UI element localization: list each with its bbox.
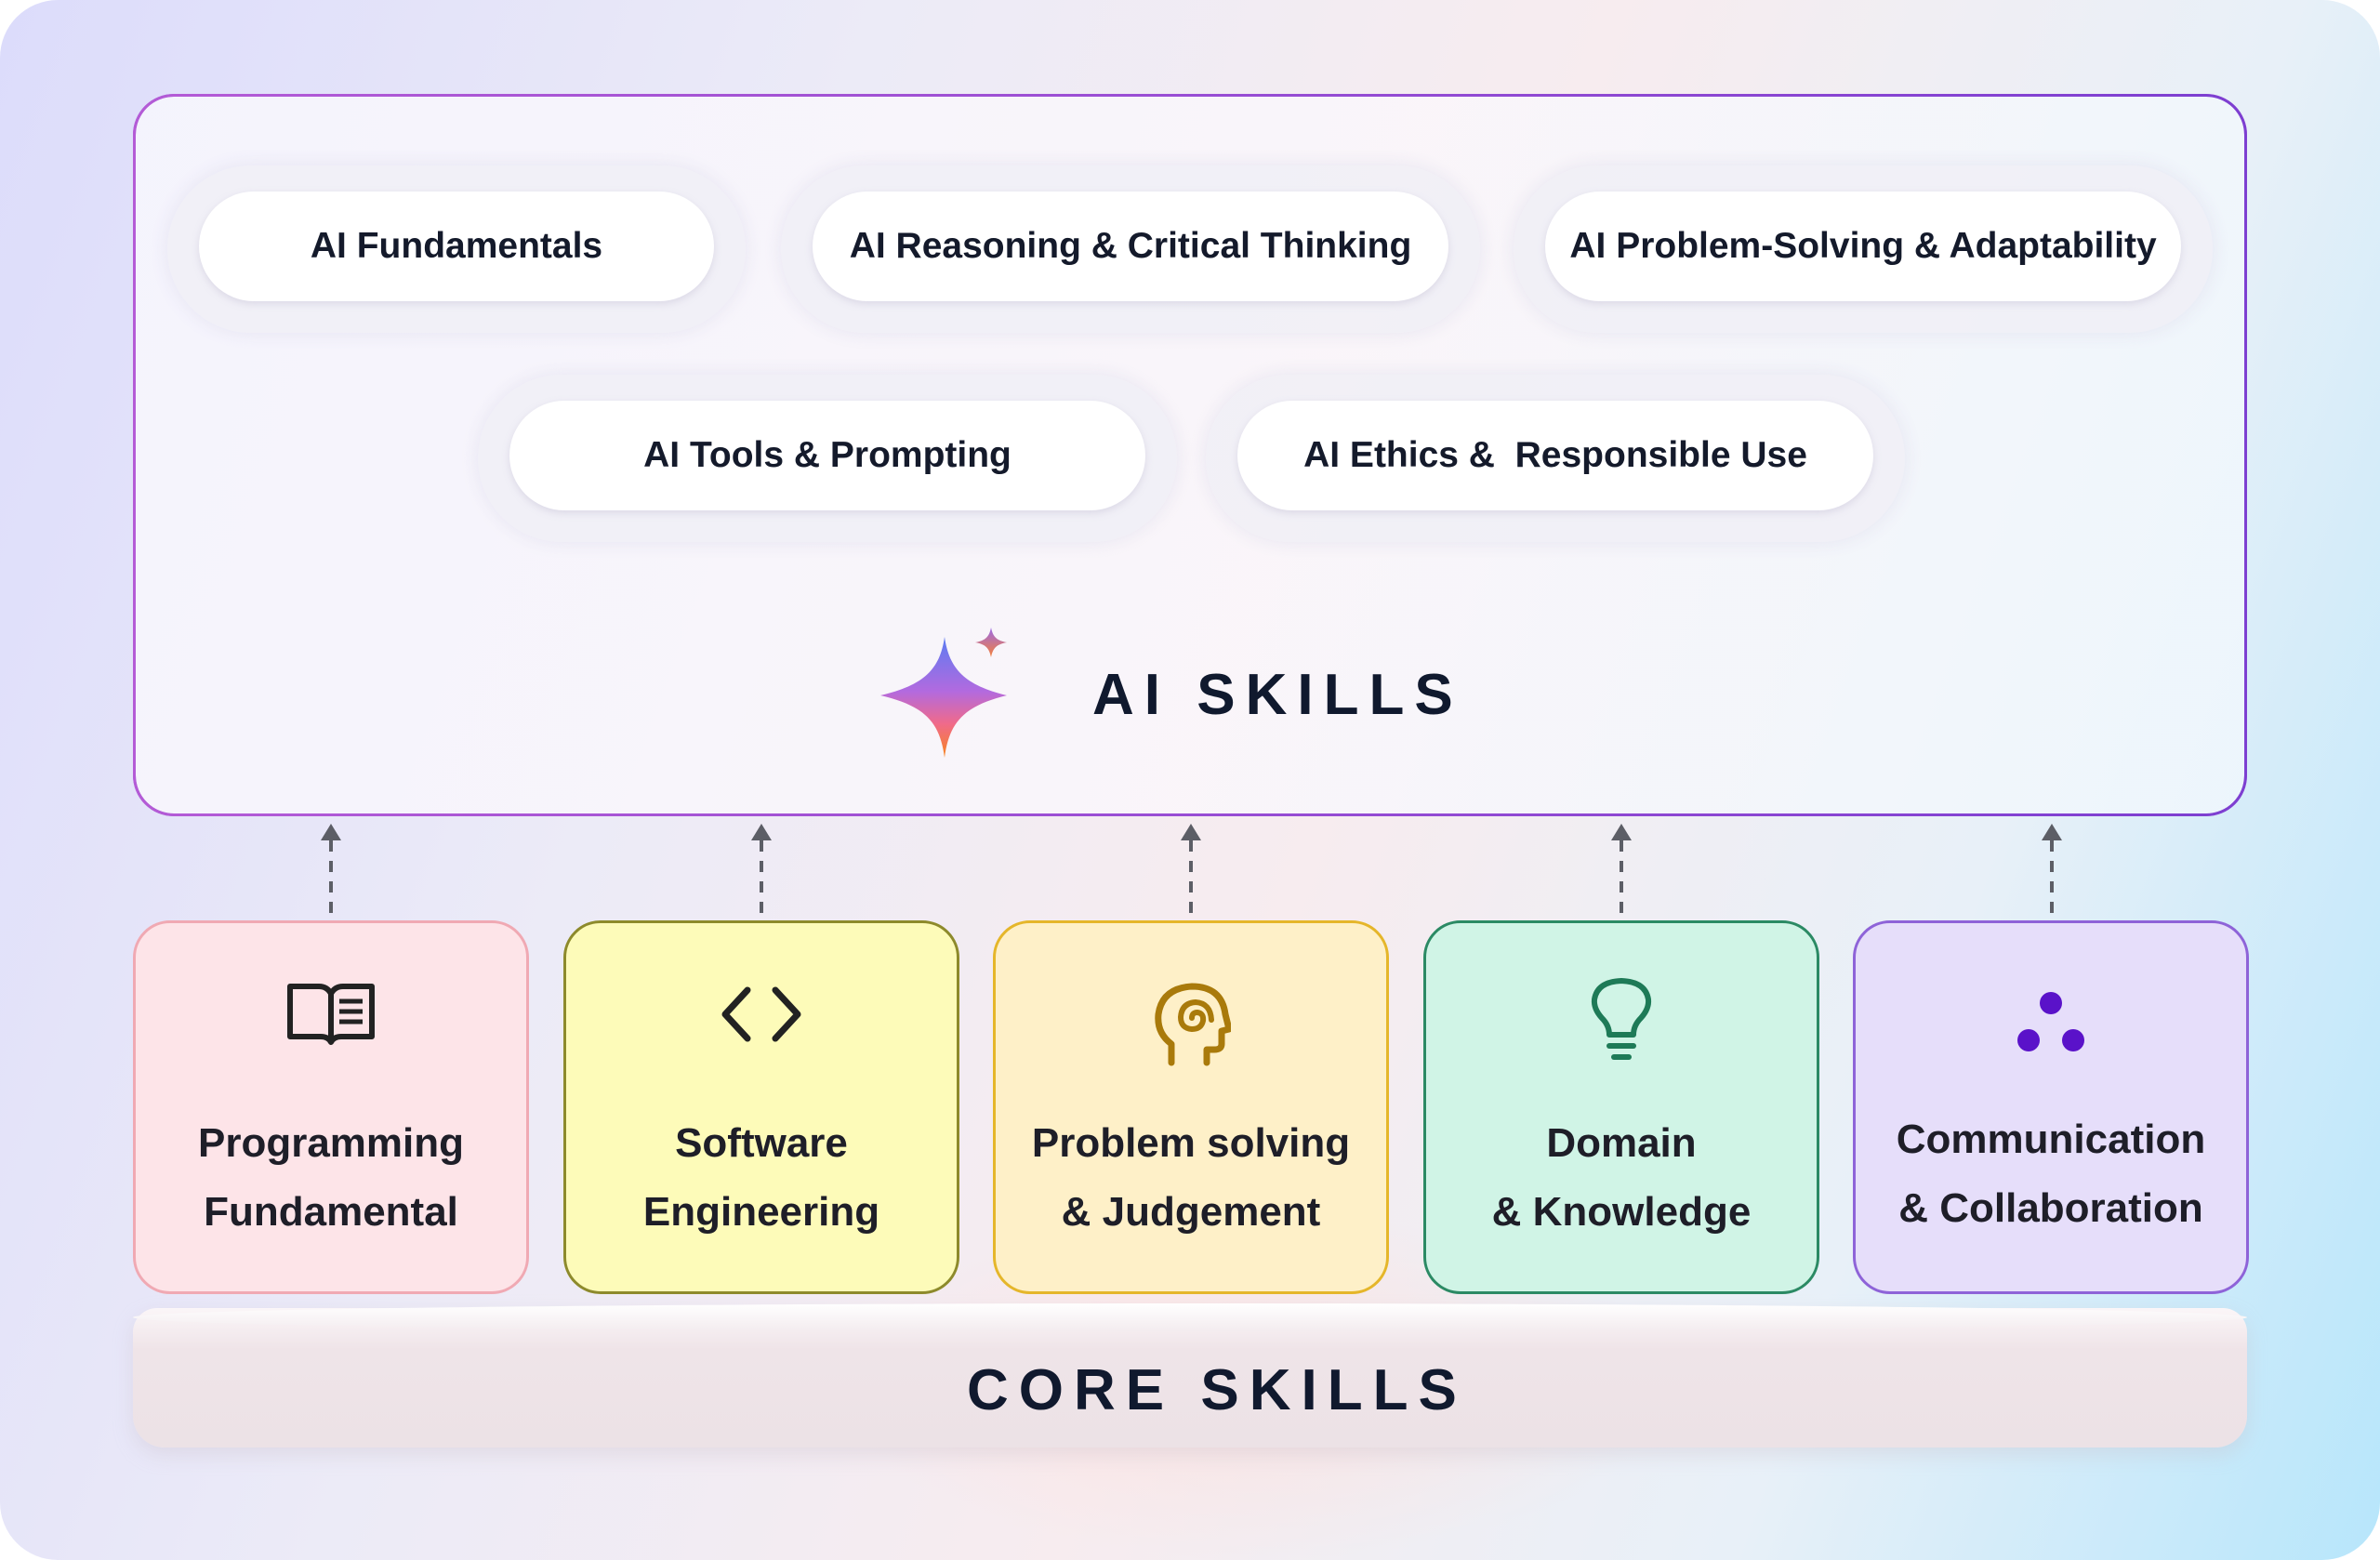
- code-brackets-icon: [721, 986, 801, 1042]
- card-title-line1: Communication: [1896, 1117, 2206, 1162]
- card-title-line2: & Knowledge: [1491, 1189, 1752, 1235]
- card-communication-collaboration: Communication & Collaboration: [1853, 920, 2249, 1294]
- sparkle-icon: [880, 628, 1007, 758]
- card-programming-fundamental: Programming Fundamental: [133, 920, 529, 1294]
- arrow-up-icon: [2042, 824, 2062, 920]
- card-title-line1: Programming: [197, 1120, 465, 1166]
- pill-ai-reasoning: AI Reasoning & Critical Thinking: [781, 165, 1480, 333]
- core-skills-base-top: [133, 1303, 2247, 1331]
- card-title-line2: Engineering: [642, 1189, 880, 1235]
- card-problem-solving: Problem solving & Judgement: [993, 920, 1389, 1294]
- arrow-up-icon: [751, 824, 772, 920]
- ai-skills-title: AI SKILLS: [1092, 663, 1463, 727]
- pill-label: AI Problem-Solving & Adaptability: [1545, 192, 2181, 301]
- pill-ai-fundamentals: AI Fundamentals: [167, 165, 746, 333]
- card-title-line1: Problem solving: [1031, 1120, 1351, 1166]
- open-book-icon: [287, 984, 375, 1045]
- card-title-line2: Fundamental: [204, 1189, 458, 1235]
- pill-ai-problem-solving: AI Problem-Solving & Adaptability: [1514, 165, 2213, 333]
- arrow-up-icon: [1181, 824, 1201, 920]
- pill-label: AI Tools & Prompting: [509, 401, 1145, 510]
- core-skills-title: CORE SKILLS: [967, 1358, 1467, 1422]
- card-title-line2: & Collaboration: [1898, 1185, 2203, 1231]
- lightbulb-icon: [1591, 978, 1652, 1060]
- core-skills-base: [133, 1308, 2247, 1448]
- head-spiral-icon: [1155, 983, 1231, 1066]
- arrow-up-icon: [321, 824, 341, 920]
- card-title-line1: Software: [675, 1120, 848, 1166]
- pill-ai-tools: AI Tools & Prompting: [478, 375, 1177, 542]
- three-dots-icon: [2017, 992, 2084, 1051]
- card-title-line1: Domain: [1546, 1120, 1697, 1166]
- arrow-up-icon: [1611, 824, 1632, 920]
- card-software-engineering: Software Engineering: [563, 920, 959, 1294]
- pill-label: AI Ethics & Responsible Use: [1237, 401, 1873, 510]
- card-domain-knowledge: Domain & Knowledge: [1423, 920, 1819, 1294]
- pill-ai-ethics: AI Ethics & Responsible Use: [1206, 375, 1905, 542]
- pill-label: AI Fundamentals: [199, 192, 714, 301]
- pill-label: AI Reasoning & Critical Thinking: [813, 192, 1448, 301]
- card-title-line2: & Judgement: [1061, 1189, 1321, 1235]
